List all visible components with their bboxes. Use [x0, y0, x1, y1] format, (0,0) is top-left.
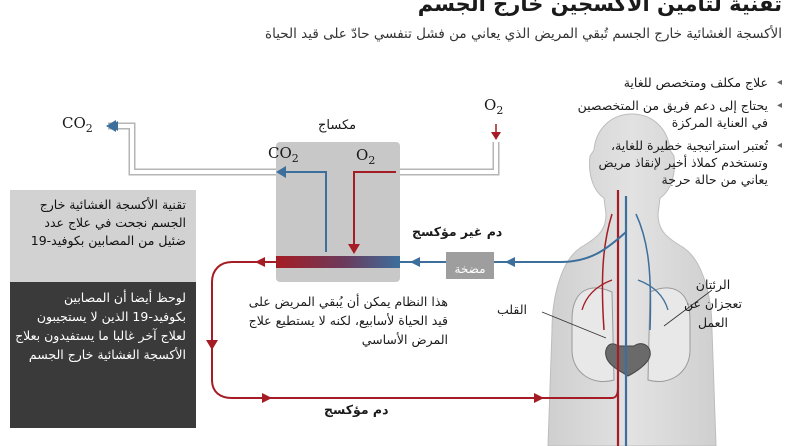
info-bullets: علاج مكلف ومتخصص للغاية يحتاج إلى دعم فر…	[577, 74, 782, 194]
left-lung	[571, 287, 615, 382]
pump-label: مضخة	[446, 259, 494, 279]
lungs-label: الرئتان تعجزان عن العمل	[683, 277, 743, 330]
deoxygenated-blood-label: دم غير مؤكسج	[412, 224, 503, 239]
right-lung	[647, 287, 691, 382]
o2-input-label: O2	[484, 96, 504, 117]
oxygenator-machine	[276, 142, 400, 282]
system-note: هذا النظام يمكن أن يُبقي المريض على قيد …	[248, 294, 448, 347]
info-box-dark-text: لوحظ أيضا أن المصابين بكوفيد-19 الذين لا…	[15, 290, 186, 362]
oxygenated-line	[211, 261, 619, 399]
info-box-dark: لوحظ أيضا أن المصابين بكوفيد-19 الذين لا…	[10, 282, 196, 428]
o2-in-arrow	[491, 132, 501, 140]
bullet-item: علاج مكلف ومتخصص للغاية	[577, 74, 782, 91]
membrane	[276, 256, 400, 268]
machine-co2-label: CO2	[268, 144, 299, 165]
page-title: تقنية لتأمين الأكسجين خارج الجسم	[417, 0, 782, 16]
page-subtitle: الأكسجة الغشائية خارج الجسم تُبقي المريض…	[265, 26, 782, 42]
bullet-item: تُعتبر استراتيجية خطيرة للغاية، وتستخدم …	[577, 137, 782, 188]
heart-label: القلب	[497, 302, 528, 317]
oxygenated-blood-label: دم مؤكسج	[324, 402, 389, 417]
info-box-light-text: تقنية الأكسجة الغشائية خارج الجسم نجحت ف…	[30, 197, 186, 248]
co2-output-label: CO2	[62, 114, 93, 135]
machine-o2-label: O2	[356, 146, 376, 167]
deoxygenated-line	[400, 231, 627, 263]
machine-label: مكساج	[318, 118, 357, 133]
patient-body	[541, 113, 717, 446]
bullet-item: يحتاج إلى دعم فريق من المتخصصين في العنا…	[577, 97, 782, 131]
info-box-light: تقنية الأكسجة الغشائية خارج الجسم نجحت ف…	[10, 190, 196, 282]
heart-shape	[605, 343, 651, 377]
